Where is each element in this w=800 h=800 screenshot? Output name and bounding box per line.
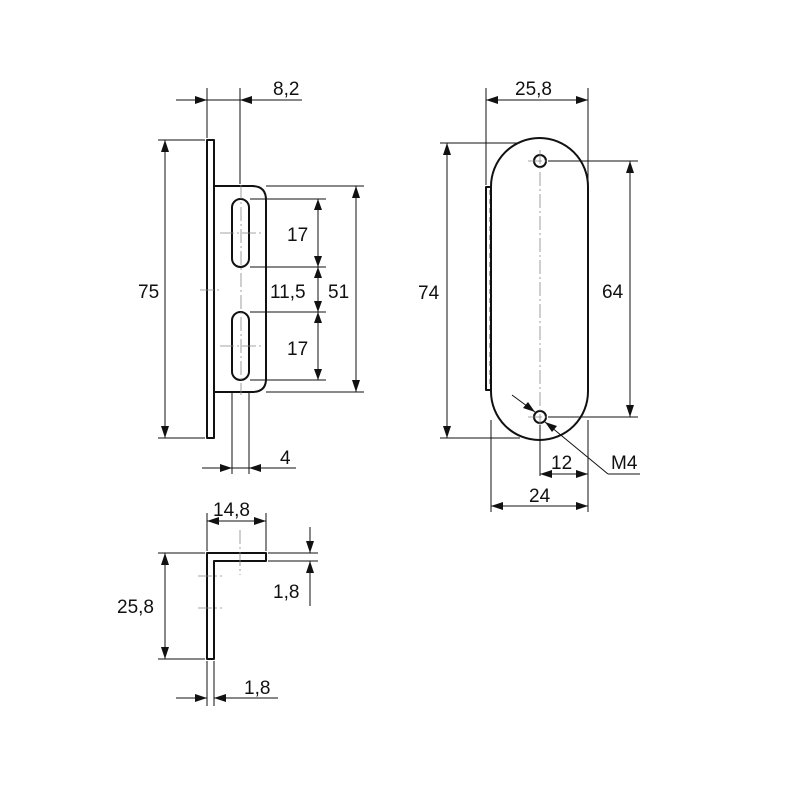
arrow bbox=[314, 267, 322, 278]
arrow bbox=[314, 301, 322, 312]
bottom-arrow-258-top bbox=[161, 553, 169, 565]
arrow bbox=[314, 369, 322, 380]
front-arrow-74-bottom bbox=[443, 426, 451, 438]
bottom-arrow-258-bottom bbox=[161, 647, 169, 659]
side-tab bbox=[214, 185, 267, 393]
dim-label: M4 bbox=[611, 453, 638, 474]
bottom-arrow-18-bottom-right bbox=[214, 694, 226, 702]
front-arrow-12-left bbox=[540, 470, 552, 478]
side-arrow-51-top bbox=[352, 186, 360, 198]
arrow bbox=[314, 199, 322, 210]
side-arrow-82-right bbox=[240, 96, 252, 104]
dim-label: 4 bbox=[280, 448, 291, 469]
dim-label: 14,8 bbox=[213, 500, 250, 521]
side-arrow-4-left bbox=[220, 464, 232, 472]
front-arrow-64-bottom bbox=[626, 405, 634, 417]
side-arrow-75-top bbox=[161, 140, 169, 152]
dim-label: 1,8 bbox=[244, 678, 270, 699]
front-arrow-258-right bbox=[576, 96, 588, 104]
arrow bbox=[314, 256, 322, 267]
dim-label: 25,8 bbox=[117, 597, 154, 618]
bottom-arrow-18-bottom-left bbox=[195, 694, 207, 702]
side-arrow-4-right bbox=[249, 464, 261, 472]
front-arrow-24-left bbox=[491, 502, 503, 510]
bottom-arrow-148-left bbox=[207, 517, 219, 525]
front-plate bbox=[490, 137, 589, 441]
front-arrow-12-right bbox=[576, 470, 588, 478]
bottom-arrow-18-right-top bbox=[306, 541, 314, 553]
dim-label: 75 bbox=[138, 282, 159, 303]
side-arrow-82-left bbox=[195, 96, 207, 104]
front-arrow-64-top bbox=[626, 161, 634, 173]
dim-label: 25,8 bbox=[515, 79, 552, 100]
side-view: 8,2 75 17 11,5 17 51 4 bbox=[138, 79, 364, 474]
dim-label: 8,2 bbox=[273, 79, 299, 100]
bottom-view: 14,8 25,8 1,8 1,8 bbox=[117, 500, 318, 706]
arrow bbox=[314, 312, 322, 323]
bottom-l-profile bbox=[206, 552, 267, 660]
dim-label: 24 bbox=[529, 486, 551, 507]
dim-label: 1,8 bbox=[273, 582, 299, 603]
front-arrow-74-top bbox=[443, 143, 451, 155]
side-thin-plate bbox=[206, 139, 215, 439]
front-arrow-258-left bbox=[486, 96, 498, 104]
dim-label: 17 bbox=[287, 339, 308, 360]
front-arrow-24-right bbox=[576, 502, 588, 510]
side-arrow-75-bottom bbox=[161, 426, 169, 438]
front-m4-arrow-in bbox=[523, 402, 535, 412]
side-arrow-51-bottom bbox=[352, 380, 360, 392]
bottom-arrow-148-right bbox=[254, 517, 266, 525]
dim-label: 12 bbox=[551, 453, 572, 474]
front-view: 25,8 74 64 M4 12 24 bbox=[418, 79, 640, 512]
dim-label: 17 bbox=[287, 225, 308, 246]
bottom-arrow-18-right-bottom bbox=[306, 561, 314, 573]
dim-label: 74 bbox=[418, 283, 440, 304]
dim-label: 11,5 bbox=[270, 282, 306, 303]
dim-label: 64 bbox=[602, 282, 624, 303]
dim-label: 51 bbox=[328, 282, 349, 303]
front-m4-arrow-out bbox=[545, 422, 557, 432]
front-m4-leader-out bbox=[544, 421, 609, 475]
